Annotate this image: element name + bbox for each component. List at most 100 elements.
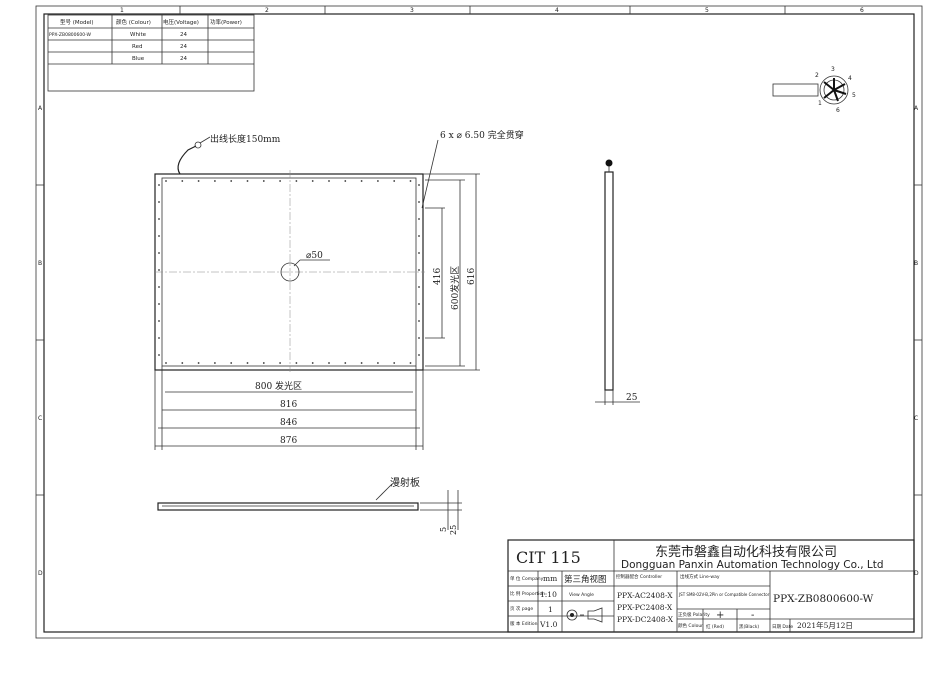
scale-label: 比 例 Proportion (510, 590, 545, 597)
mounting-hole (409, 180, 412, 182)
company-name-en: Dongguan Panxin Automation Technology Co… (621, 559, 884, 571)
table-header: 功率(Power) (210, 18, 242, 26)
polarity-label: 正负极 Polarity (678, 611, 710, 618)
table-cell: 24 (180, 56, 187, 62)
pin-label: 2 (815, 72, 819, 79)
ruler-row: A (914, 105, 919, 112)
mounting-hole (158, 235, 160, 237)
front-view: 出线长度150mm 6 x ⌀ 6.50 完全贯穿 ⌀50 800 发光区 81… (154, 129, 524, 450)
dim-416: 416 (433, 268, 443, 285)
mounting-hole (377, 362, 379, 364)
ruler-row: A (38, 105, 43, 112)
ruler-col: 4 (555, 7, 559, 14)
ruler-row: B (38, 260, 42, 267)
mounting-hole (158, 218, 160, 220)
dim-5: 5 (439, 527, 448, 532)
mounting-hole (262, 180, 265, 182)
pin-label: 6 (836, 107, 840, 114)
dim-616: 616 (467, 268, 477, 285)
lineway-label: 出线方式 Line-way (680, 573, 720, 580)
table-cell: 24 (180, 44, 187, 50)
view-angle-label: View Angle (569, 592, 594, 598)
mounting-hole (393, 180, 396, 182)
pin-label: 5 (852, 92, 856, 99)
mounting-hole (230, 180, 233, 182)
mounting-hole (344, 180, 347, 182)
ruler-col: 6 (860, 7, 864, 14)
dim-thickness: 25 (626, 393, 638, 403)
connector-icon: 1 2 3 4 5 6 (772, 66, 856, 114)
pin-label: 1 (818, 100, 822, 107)
mounting-hole (158, 269, 160, 271)
ruler: 1 2 3 4 5 6 A B C D A B C D (38, 7, 919, 577)
date-value: 2021年5月12日 (797, 620, 853, 630)
mounting-hole (279, 180, 281, 182)
third-angle-projection-icon (566, 607, 603, 623)
controller-model: PPX-DC2408-X (617, 615, 674, 624)
cable-length-note: 出线长度150mm (210, 133, 281, 145)
mounting-hole (418, 286, 420, 288)
table-cell: Red (132, 44, 142, 50)
dim-800: 800 发光区 (255, 380, 302, 392)
mounting-hole (197, 362, 200, 364)
mounting-hole (418, 320, 420, 322)
ruler-col: 2 (265, 7, 269, 14)
mounting-hole (158, 201, 160, 203)
dim-846: 846 (280, 418, 297, 428)
mounting-hole (418, 218, 420, 220)
edition-label: 版 本 Edition (510, 620, 538, 627)
ruler-col: 3 (410, 7, 414, 14)
projection-label: 第三角视图 (564, 574, 607, 585)
mounting-hole (418, 184, 420, 186)
mounting-hole (328, 180, 330, 182)
mounting-hole (418, 269, 420, 271)
pin-label: 3 (831, 66, 835, 73)
dim-600: 600发光区 (449, 266, 461, 310)
table-header: 型号 (Model) (60, 18, 94, 26)
colour-label: 颜色 Colour (678, 622, 703, 629)
page-label: 页 次 page (510, 605, 533, 612)
pin-label: 4 (848, 75, 852, 82)
mounting-hole (295, 362, 298, 364)
mounting-hole (214, 180, 216, 182)
mounting-hole (165, 362, 167, 364)
table-cell: White (130, 32, 147, 38)
mounting-hole (262, 362, 265, 364)
mounting-hole (311, 180, 314, 182)
ruler-row: C (914, 415, 918, 422)
hole-note: 6 x ⌀ 6.50 完全贯穿 (440, 129, 524, 141)
lineway-value: JST SM8-02V-B,2Pin or Compatible Connect… (678, 592, 770, 597)
mounting-hole (158, 184, 160, 186)
mounting-hole (418, 354, 420, 356)
title-block: CIT 115 东莞市磐鑫自动化科技有限公司 Dongguan Panxin A… (507, 539, 915, 633)
ruler-row: B (914, 260, 918, 267)
colour-red: 红 (Red) (706, 623, 724, 630)
drawing-code: CIT 115 (516, 548, 581, 567)
mounting-hole (158, 337, 160, 339)
side-view: 25 (595, 159, 640, 405)
mounting-hole (418, 303, 420, 305)
mounting-hole (246, 362, 249, 364)
section-view: 漫射板 5 25 (157, 476, 462, 535)
mounting-hole (246, 180, 249, 182)
mounting-hole (214, 362, 216, 364)
diffuser-note: 漫射板 (390, 476, 420, 489)
mounting-hole (418, 201, 420, 203)
mounting-hole (311, 362, 314, 364)
inner-frame (43, 13, 915, 633)
polarity-minus: - (751, 610, 754, 621)
dim-25: 25 (449, 525, 458, 535)
ruler-row: D (38, 570, 43, 577)
mounting-hole (158, 286, 160, 288)
ruler-row: D (914, 570, 919, 577)
dim-816: 816 (280, 400, 297, 410)
ruler-row: C (38, 415, 42, 422)
mounting-hole (158, 320, 160, 322)
center-hole-label: ⌀50 (306, 251, 323, 261)
edition-value: V1.0 (539, 620, 558, 629)
mounting-hole (279, 362, 281, 364)
controller-model: PPX-PC2408-X (617, 603, 673, 612)
controller-label: 控制器配合 Controller (616, 573, 662, 580)
spec-table: 型号 (Model) 颜色 (Colour) 电压(Voltage) 功率(Po… (47, 14, 255, 92)
mounting-hole (393, 362, 396, 364)
